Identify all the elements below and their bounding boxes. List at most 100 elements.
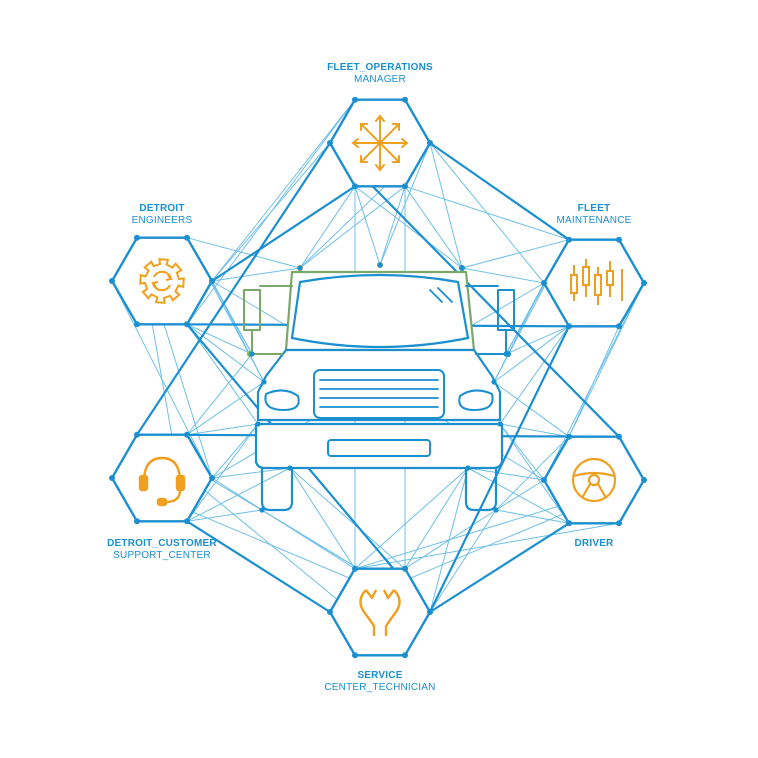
connection-dot [327, 140, 333, 146]
thick-connection [211, 185, 356, 282]
thin-connection [299, 185, 406, 269]
thin-connection [404, 467, 469, 569]
connection-dot [566, 323, 572, 330]
connection-dot [109, 475, 115, 481]
headset-icon [138, 456, 186, 507]
steering-wheel-icon [571, 457, 617, 503]
connection-dot [541, 280, 547, 286]
connection-dot [493, 507, 499, 513]
node-label-fleet-maintenance: FLEET MAINTENANCE [494, 203, 694, 227]
connection-dot [352, 652, 358, 659]
connection-dot [184, 431, 190, 438]
thin-connection [354, 467, 469, 570]
thin-connection [354, 522, 620, 570]
thin-connection [289, 467, 356, 569]
thin-connection [211, 99, 356, 282]
thin-connection [186, 423, 259, 522]
thick-connection [429, 142, 570, 241]
node-title: DRIVER [574, 538, 614, 549]
compass-arrows-icon [351, 114, 409, 172]
thin-connection [404, 186, 463, 269]
connection-dot [491, 379, 497, 385]
node-label-driver: DRIVER [494, 538, 694, 550]
thin-connection [568, 326, 620, 437]
connection-dot [377, 262, 383, 268]
thin-connection [211, 467, 291, 479]
connection-dot [327, 609, 333, 615]
connection-dot [259, 507, 265, 513]
connection-dot [616, 433, 622, 440]
thin-connection [429, 509, 497, 613]
thin-connection [495, 509, 570, 524]
thin-connection [186, 509, 263, 522]
connection-dot [497, 421, 503, 427]
thin-connection [354, 185, 463, 269]
connection-dot [427, 609, 433, 615]
connection-dot [402, 565, 408, 572]
node-title: FLEET_OPERATIONS [327, 62, 433, 73]
node-subtitle: MANAGER [354, 74, 406, 85]
thin-connection [461, 239, 570, 269]
thin-connection [499, 423, 545, 481]
truck-icon [243, 262, 515, 512]
thin-connection [467, 467, 545, 481]
node-subtitle: ENGINEERS [131, 215, 193, 226]
hexagon-service [328, 567, 432, 657]
thin-connection [404, 185, 570, 241]
thick-connection [429, 522, 570, 613]
thin-connection [467, 467, 570, 524]
thin-connection [568, 282, 645, 437]
connection-dot [209, 278, 215, 284]
thin-connection [505, 325, 570, 355]
node-label-customer-support: DETROIT_CUSTOMER SUPPORT_CENTER [62, 538, 262, 562]
thin-connection [299, 186, 356, 269]
node-title: DETROIT [139, 203, 185, 214]
thin-connection [186, 353, 253, 436]
connection-dot [297, 265, 303, 271]
connection-dot [616, 520, 622, 527]
connection-dot [134, 234, 140, 241]
thin-connection [186, 323, 253, 355]
thin-connection [186, 99, 356, 325]
thin-connection [461, 267, 545, 284]
node-subtitle: CENTER_TECHNICIAN [324, 682, 436, 693]
connection-dot [566, 520, 572, 527]
thin-connection [211, 423, 259, 479]
node-subtitle: MAINTENANCE [556, 215, 632, 226]
node-label-fleet-operations: FLEET_OPERATIONS MANAGER [280, 62, 480, 86]
node-title: DETROIT_CUSTOMER [107, 538, 217, 549]
connection-dot [541, 477, 547, 483]
connection-dot [184, 518, 190, 525]
thin-connection [211, 267, 301, 282]
connection-dot [255, 421, 261, 427]
connection-dot [352, 565, 358, 572]
connection-dot [249, 351, 255, 357]
thin-connection [211, 477, 263, 511]
connection-dot [641, 477, 647, 483]
connection-dot [402, 183, 408, 190]
thin-connection [186, 237, 301, 269]
connection-dot [465, 465, 471, 471]
connection-dot [503, 351, 509, 357]
connection-dot [209, 475, 215, 481]
thin-connection [186, 381, 265, 436]
thin-connection [354, 186, 381, 266]
connection-dot [352, 96, 358, 103]
thin-connection [495, 479, 545, 511]
connection-dot [109, 278, 115, 284]
connection-dot [459, 265, 465, 271]
connection-dot [402, 96, 408, 103]
connection-dot [134, 518, 140, 525]
thick-connection [186, 520, 331, 613]
thin-connection [379, 186, 406, 266]
node-title: FLEET [577, 203, 611, 214]
connection-dots [109, 96, 647, 659]
connection-dot [566, 236, 572, 243]
node-title: SERVICE [357, 670, 403, 681]
connection-dot [641, 280, 647, 286]
connection-dot [427, 140, 433, 146]
connection-dot [566, 433, 572, 440]
thin-connection [499, 423, 570, 438]
thin-connection [186, 324, 259, 425]
